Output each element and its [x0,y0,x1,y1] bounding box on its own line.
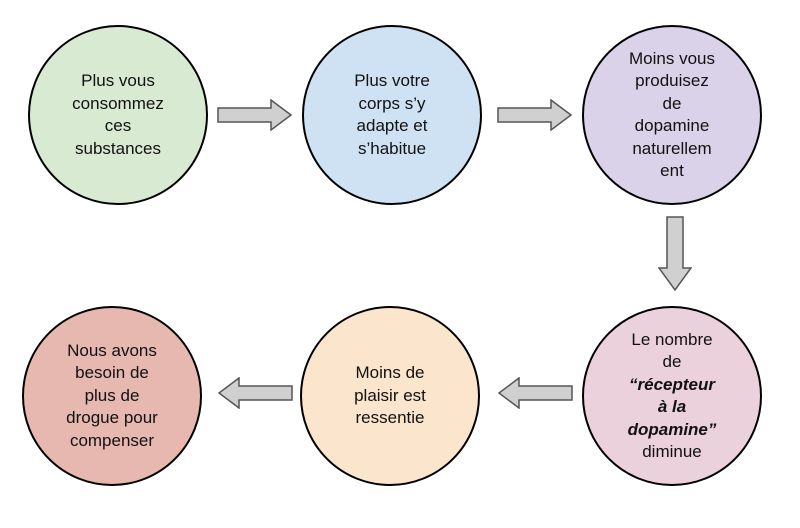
node-consumption: Plus vous consommez ces substances [28,25,208,205]
arrow-left-icon [217,377,293,409]
arrow-shape [217,377,293,409]
arrow-shape [497,377,573,409]
node-receptors-decrease: Le nombre de “récepteur à la dopamine” d… [582,306,762,486]
node-less-dopamine-label: Moins vous produisez de dopamine naturel… [629,48,715,181]
node-need-more-drug: Nous avons besoin de plus de drogue pour… [22,306,202,486]
node-receptors-decrease-label: Le nombre de “récepteur à la dopamine” d… [612,329,732,464]
node-need-more-drug-label: Nous avons besoin de plus de drogue pour… [66,340,158,450]
arrow-down-icon [658,216,692,292]
arrow-shape [217,99,293,131]
receptors-text-before: Le nombre de [631,329,713,372]
arrow-shape [658,216,692,292]
arrow-shape [497,99,573,131]
node-body-adapts: Plus votre corps s’y adapte et s’habitue [302,25,482,205]
node-less-pleasure-label: Moins de plaisir est ressentie [354,363,426,428]
receptors-text-after: diminue [642,442,702,461]
node-less-pleasure: Moins de plaisir est ressentie [300,306,480,486]
receptors-text-emphasis: “récepteur à la dopamine” [627,374,717,439]
arrow-left-icon [497,377,573,409]
arrow-right-icon [497,99,573,131]
node-body-adapts-label: Plus votre corps s’y adapte et s’habitue [354,71,430,158]
arrow-right-icon [217,99,293,131]
node-less-dopamine: Moins vous produisez de dopamine naturel… [582,25,762,205]
node-consumption-label: Plus vous consommez ces substances [72,71,164,158]
